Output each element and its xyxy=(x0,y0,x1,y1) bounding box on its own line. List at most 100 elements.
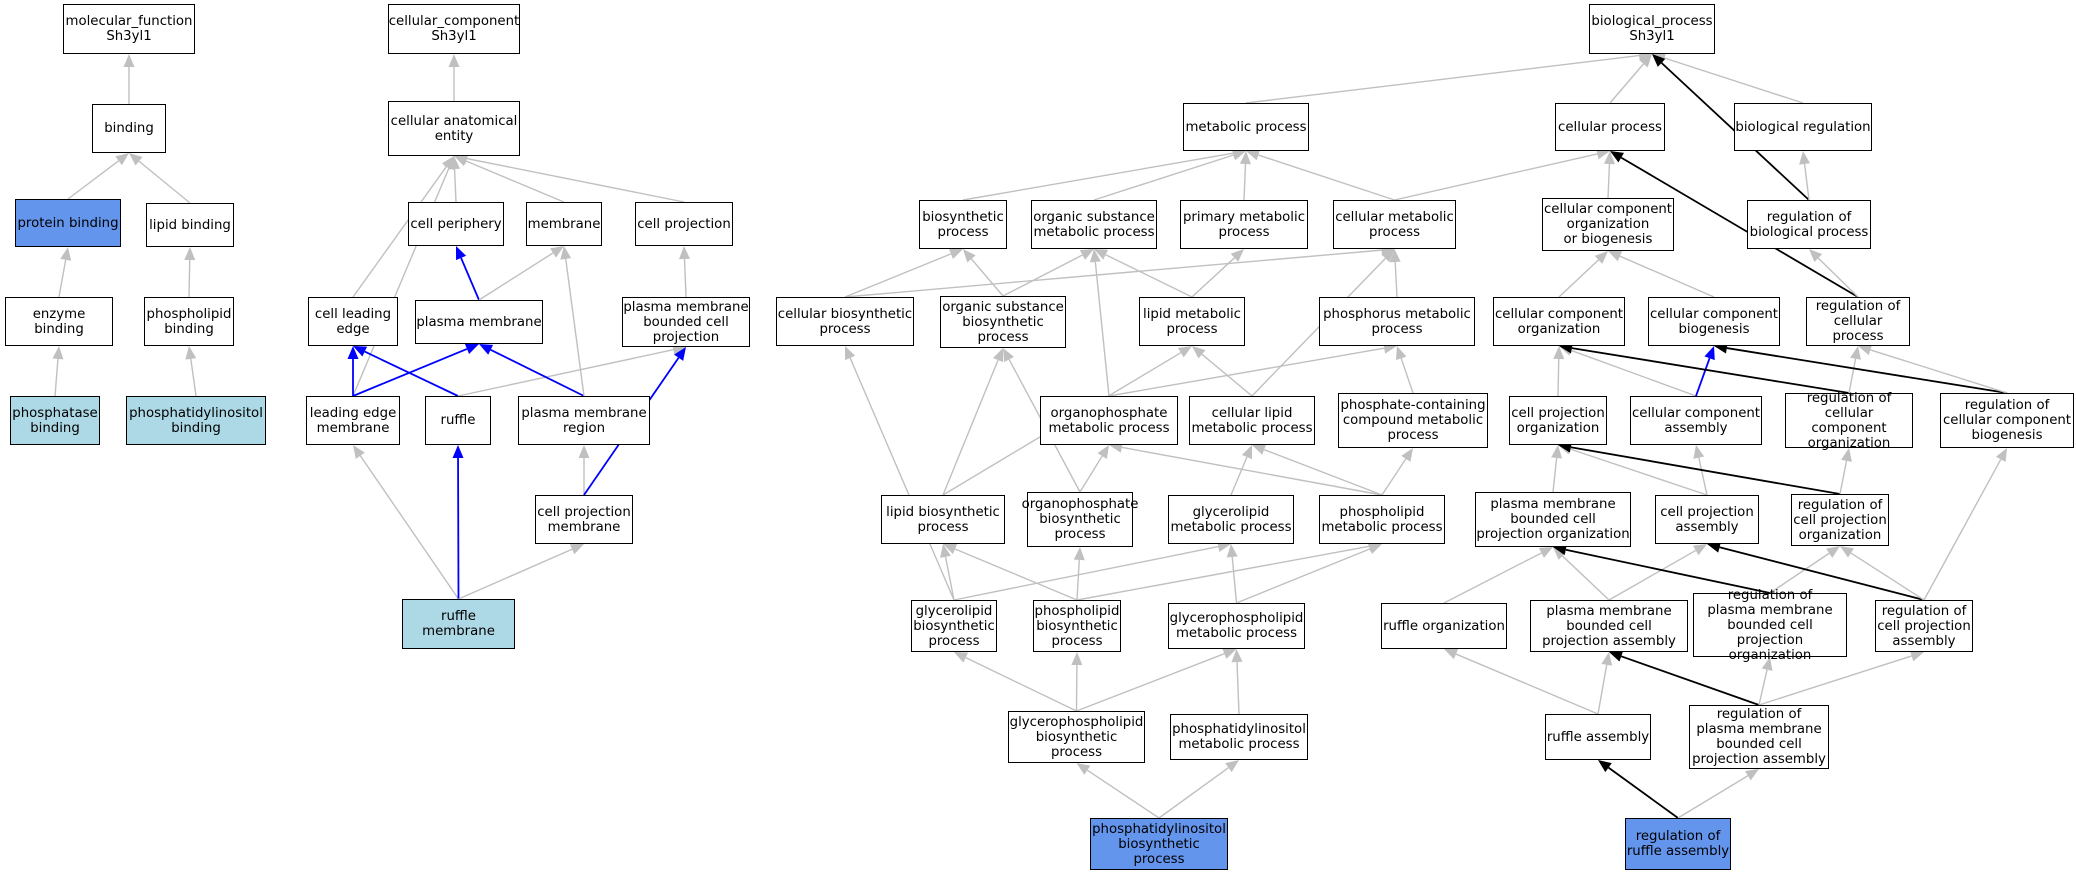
edge-phospholipid_metabolic-to-phosphate_compound_metabolic xyxy=(1381,458,1407,496)
node-lipid-binding: lipid binding xyxy=(146,203,234,247)
arrowhead-reg_pmbcp_assembly-to-reg_pmbcp_org xyxy=(1761,657,1773,671)
edge-organophosphate_biosynthetic-to-organophosphate_metabolic xyxy=(1079,455,1103,493)
edge-cc_assembly-to-cc_organization xyxy=(1570,349,1697,397)
edge-pm_region-to-membrane xyxy=(565,258,585,397)
edge-phosphorus_metabolic-to-cellular_metabolic xyxy=(1394,261,1398,298)
edge-glycerophospholipid_metabolic-to-phospholipid_metabolic xyxy=(1236,548,1371,604)
arrowhead-ptdins_binding-to-phospholipid_binding xyxy=(185,346,197,360)
edge-ruffle_assembly-to-ruffle_organization xyxy=(1455,653,1599,715)
node-cc-assembly: cellular component assembly xyxy=(1630,396,1762,445)
node-ptdins-metabolic: phosphatidylinositol metabolic process xyxy=(1170,714,1308,760)
arrowhead-reg_pmbcp_assembly-to-pmbcp_assembly xyxy=(1609,651,1624,662)
edge-cc_biogenesis-to-ccob xyxy=(1619,255,1715,298)
edge-phospholipid_metabolic-to-organophosphate_metabolic xyxy=(1121,446,1383,496)
arrowhead-pmbcp_org-to-cell_proj_org xyxy=(1551,445,1563,459)
arrowhead-pm_bounded_proj-to-cell_projection xyxy=(679,246,691,260)
arrowhead-reg_cellular_process-to-cellular_process xyxy=(1610,151,1624,163)
edge-cellular_metabolic-to-cellular_process xyxy=(1394,153,1598,201)
edge-cellular_biosynthetic-to-cellular_metabolic xyxy=(844,249,1382,298)
arrowhead-leading_edge_membrane-to-cae xyxy=(443,156,455,171)
node-phosphorus-metabolic: phosphorus metabolic process xyxy=(1319,297,1475,346)
edge-glycerophospholipid_metabolic-to-glycerolipid_metabolic xyxy=(1231,556,1238,604)
edge-lipid_biosynthetic-to-org_subst_biosynthetic xyxy=(942,359,999,496)
node-org-subst-metabolic: organic substance metabolic process xyxy=(1031,200,1157,249)
edge-cell_proj_assembly-to-cc_assembly xyxy=(1698,457,1708,496)
edge-pmbcp_org-to-cell_proj_org xyxy=(1552,457,1558,493)
arrowhead-reg_cell_proj_assembly-to-reg_cc_biogenesis xyxy=(1995,448,2007,463)
edge-pmbcp_assembly-to-cell_proj_assembly xyxy=(1608,549,1697,601)
edge-reg_cc_biogenesis-to-cc_biogenesis xyxy=(1726,347,2008,394)
edge-membrane-to-cae xyxy=(465,160,565,203)
arrowhead-phospholipid_metabolic-to-cellular_lipid_metabolic xyxy=(1252,444,1267,455)
node-pm-region: plasma membrane region xyxy=(518,396,650,445)
node-binding: binding xyxy=(92,104,166,153)
node-reg-cell-proj-org: regulation of cell projection organizati… xyxy=(1791,494,1889,546)
arrowhead-leading_edge_membrane-to-cell_leading_edge xyxy=(347,346,359,359)
arrowhead-leading_edge_membrane-to-plasma_membrane xyxy=(464,343,479,355)
edge-organophosphate_metabolic-to-phosphorus_metabolic xyxy=(1108,347,1385,397)
node-plasma-membrane: plasma membrane xyxy=(415,300,543,344)
edge-ruffle_organization-to-pmbcp_org xyxy=(1443,552,1542,604)
node-cellular-lipid-metabolic: cellular lipid metabolic process xyxy=(1189,396,1315,445)
arrowhead-ruffle-to-cell_leading_edge xyxy=(353,346,368,357)
node-org-subst-biosynthetic: organic substance biosynthetic process xyxy=(940,296,1066,348)
edge-reg_cellular_process-to-reg_bio_process xyxy=(1817,257,1859,298)
node-reg-pmbcp-org: regulation of plasma membrane bounded ce… xyxy=(1693,588,1847,663)
arrowhead-pm_region-to-plasma_membrane xyxy=(479,344,494,355)
node-biological-regulation: biological regulation xyxy=(1734,103,1872,151)
arrowhead-cellular_process-to-bp xyxy=(1639,54,1652,68)
arrowhead-cc_assembly-to-cc_biogenesis xyxy=(1704,346,1715,361)
arrowhead-cell_proj_org-to-cc_organization xyxy=(1553,346,1565,360)
arrowhead-lipid_metabolic-to-primary_metabolic xyxy=(1230,249,1244,262)
edge-reg_bio_process-to-biological_regulation xyxy=(1803,163,1810,201)
node-biosynthetic-process: biosynthetic process xyxy=(919,200,1007,249)
arrowhead-glycerophospholipid_metabolic-to-phospholipid_metabolic xyxy=(1367,543,1382,554)
edge-ruffle-to-pm_bounded_proj xyxy=(457,349,674,397)
arrowhead-reg_cc_biogenesis-to-reg_cellular_process xyxy=(1858,344,1873,356)
arrowhead-phosphate_compound_metabolic-to-phosphorus_metabolic xyxy=(1395,346,1407,361)
edge-phosphatase_binding-to-enzyme_binding xyxy=(54,358,59,397)
node-reg-bio-process: regulation of biological process xyxy=(1747,200,1871,249)
arrowhead-lipid_biosynthetic-to-org_subst_biosynthetic xyxy=(992,348,1004,363)
edge-org_subst_biosynthetic-to-org_subst_metabolic xyxy=(1002,254,1083,297)
node-bp: biological_process Sh3yl1 xyxy=(1589,4,1715,54)
arrowhead-phosphorus_metabolic-to-cellular_metabolic xyxy=(1389,249,1401,263)
node-phosphatase-binding: phosphatase binding xyxy=(10,396,100,445)
node-glycerolipid-metabolic: glycerolipid metabolic process xyxy=(1168,495,1294,544)
node-ruffle-membrane: ruffle membrane xyxy=(402,599,515,649)
node-organophosphate-metabolic: organophosphate metabolic process xyxy=(1040,396,1178,445)
arrowhead-ruffle_membrane-to-ruffle xyxy=(452,445,464,459)
edge-org_subst_biosynthetic-to-biosynthetic_process xyxy=(970,258,1004,297)
edge-protein_binding-to-binding xyxy=(67,160,120,200)
node-cellular-process: cellular process xyxy=(1555,103,1665,151)
arrowhead-glycerolipid_biosynthetic-to-lipid_biosynthetic xyxy=(940,544,951,558)
edge-reg_cell_proj_assembly-to-reg_cell_proj_org xyxy=(1850,552,1925,601)
arrowhead-glycerolipid_metabolic-to-cellular_lipid_metabolic xyxy=(1241,445,1253,460)
edge-phospholipid_biosynthetic-to-lipid_biosynthetic xyxy=(954,548,1078,601)
edge-enzyme_binding-to-protein_binding xyxy=(58,259,67,298)
node-glycerophospholipid-metabolic: glycerophospholipid metabolic process xyxy=(1168,603,1305,649)
edge-ptdins_binding-to-phospholipid_binding xyxy=(190,358,197,397)
node-ccob: cellular component organization or bioge… xyxy=(1542,198,1674,251)
arrowhead-pmbcp_assembly-to-pmbcp_org xyxy=(1553,547,1567,560)
edge-reg_pmbcp_assembly-to-reg_cell_proj_assembly xyxy=(1758,655,1912,706)
arrowhead-ruffle_assembly-to-ruffle_organization xyxy=(1444,648,1459,660)
arrowhead-reg_pmbcp_assembly-to-reg_cell_proj_assembly xyxy=(1909,650,1924,662)
node-ruffle-assembly: ruffle assembly xyxy=(1545,714,1651,760)
node-reg-cell-proj-assembly: regulation of cell projection assembly xyxy=(1875,600,1973,652)
edge-ruffle_membrane-to-leading_edge_membrane xyxy=(359,455,460,600)
node-cell-periphery: cell periphery xyxy=(408,202,504,246)
edge-lipid_metabolic-to-org_subst_metabolic xyxy=(1105,254,1193,298)
arrowhead-ptdins_biosynthetic-to-ptdins_metabolic xyxy=(1225,760,1239,773)
arrowhead-cell_proj_membrane-to-pm_region xyxy=(578,445,590,458)
edge-glycerolipid_biosynthetic-to-cellular_biosynthetic xyxy=(849,357,955,601)
node-reg-cc-biogenesis: regulation of cellular component biogene… xyxy=(1940,393,2074,448)
edge-reg_pmbcp_org-to-reg_cell_proj_org xyxy=(1769,552,1830,594)
edge-cellular_process-to-bp xyxy=(1609,63,1645,104)
edge-cc_organization-to-ccob xyxy=(1558,259,1600,298)
node-lipid-biosynthetic: lipid biosynthetic process xyxy=(881,495,1005,544)
arrowhead-cell_proj_membrane-to-pm_bounded_proj xyxy=(674,347,686,361)
edge-ptdins_biosynthetic-to-ptdins_metabolic xyxy=(1158,767,1229,819)
node-primary-metabolic: primary metabolic process xyxy=(1180,200,1308,249)
arrowhead-ccob-to-cellular_process xyxy=(1603,151,1615,165)
